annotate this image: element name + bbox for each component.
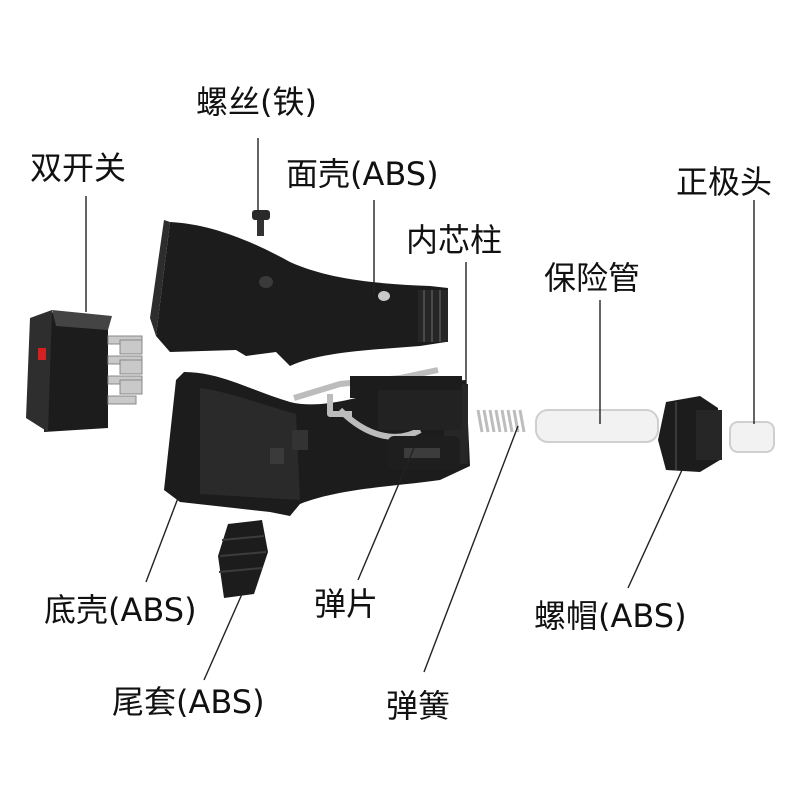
leader-tail-sleeve <box>203 593 243 681</box>
label-double-switch: 双开关 <box>30 149 127 187</box>
tail-sleeve-part <box>218 520 268 598</box>
leader-lines <box>85 138 755 681</box>
face-shell-part <box>150 220 448 366</box>
label-nut-cap: 螺帽(ABS) <box>534 597 687 635</box>
fuse-tube-part <box>535 409 659 443</box>
nut-cap-part <box>658 396 722 472</box>
label-spring-plate: 弹片 <box>314 585 379 623</box>
leader-nut-cap <box>627 469 683 589</box>
label-positive-tip: 正极头 <box>676 163 773 201</box>
label-inner-post: 内芯柱 <box>406 221 503 259</box>
leader-spring-plate <box>357 447 415 581</box>
positive-tip-part <box>729 421 775 453</box>
label-spring: 弹簧 <box>386 687 451 725</box>
inner-post-part <box>350 376 462 470</box>
leader-bottom-shell <box>145 497 179 583</box>
label-face-shell: 面壳(ABS) <box>286 155 439 193</box>
screw-part <box>252 210 270 236</box>
label-bottom-shell: 底壳(ABS) <box>44 591 197 629</box>
double-switch-part <box>26 310 143 432</box>
label-tail-sleeve: 尾套(ABS) <box>112 683 265 721</box>
leader-spring <box>423 425 519 673</box>
switch-red-indicator <box>38 348 46 360</box>
label-screw: 螺丝(铁) <box>196 83 317 121</box>
label-fuse-tube: 保险管 <box>544 259 641 297</box>
